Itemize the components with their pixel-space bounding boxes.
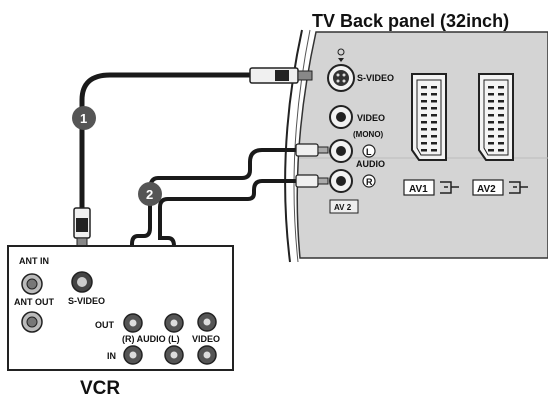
av1-label: AV1 — [409, 184, 428, 195]
scart-pin — [431, 100, 437, 103]
scart-pin — [498, 135, 504, 138]
scart-pin — [498, 121, 504, 124]
vcr-out-audio-r-jack — [123, 313, 143, 333]
scart-pin — [488, 149, 494, 152]
scart-pin — [488, 100, 494, 103]
scart-pin — [431, 93, 437, 96]
vcr-ant-in-label: ANT IN — [19, 256, 49, 266]
scart-pins — [421, 86, 504, 152]
step-2-label: 2 — [146, 187, 153, 202]
scart-pin — [498, 128, 504, 131]
step-1-badge — [72, 106, 96, 130]
scart-pin — [421, 135, 427, 138]
scart-pin — [488, 107, 494, 110]
tv-av2-tag-box — [329, 199, 359, 214]
scart-pin — [431, 128, 437, 131]
vcr-title: VCR — [80, 378, 120, 399]
scart-pin — [488, 93, 494, 96]
vcr-svideo-jack — [71, 271, 93, 293]
vcr-in-audio-r-jack — [123, 345, 143, 365]
vcr-ant-out-label: ANT OUT — [14, 297, 54, 307]
scart-pin — [488, 114, 494, 117]
tv-audio-right-jack — [329, 169, 353, 193]
step-1-label: 1 — [80, 111, 87, 126]
scart-pin — [421, 93, 427, 96]
step-2-badge — [138, 182, 162, 206]
audio-cable-left — [130, 148, 298, 262]
tv-audio-label: AUDIO — [356, 159, 385, 169]
scart-pin — [431, 149, 437, 152]
tv-right-marker-ring — [362, 174, 376, 188]
scart-symbol-icon — [440, 181, 459, 194]
vcr-out-video-jack — [197, 312, 217, 332]
tv-left-marker: L — [366, 147, 372, 157]
svideo-plug-vcr — [73, 207, 91, 251]
tv-audio-left-jack — [329, 139, 353, 163]
scart-pin — [488, 135, 494, 138]
scart-pin — [421, 121, 427, 124]
tv-video-jack — [329, 105, 353, 129]
tv-svideo-label: S-VIDEO — [357, 73, 394, 83]
scart-av2 — [478, 73, 514, 161]
av1-label-box — [403, 179, 435, 196]
scart-pin — [431, 86, 437, 89]
tv-video-label: VIDEO — [357, 113, 385, 123]
scart-pin — [488, 142, 494, 145]
scart-pin — [421, 107, 427, 110]
scart-pin — [488, 86, 494, 89]
scart-pin — [488, 121, 494, 124]
audio-plug-tv-right — [295, 174, 329, 188]
scart-pin — [421, 142, 427, 145]
scart-pin — [498, 86, 504, 89]
scart-pin — [488, 128, 494, 131]
scart-av1 — [411, 73, 447, 161]
tv-svideo-jack — [327, 48, 355, 92]
vcr-in-label: IN — [107, 351, 116, 361]
scart-pin — [431, 114, 437, 117]
tv-right-marker: R — [366, 177, 373, 187]
scart-pin — [431, 121, 437, 124]
vcr-in-video-jack — [197, 345, 217, 365]
svideo-plug-tv — [249, 67, 313, 84]
vcr-in-audio-l-jack — [164, 345, 184, 365]
scart-pin — [498, 93, 504, 96]
vcr-svideo-label: S-VIDEO — [68, 296, 105, 306]
scart-pin — [431, 107, 437, 110]
scart-pin — [421, 100, 427, 103]
scart-pin — [498, 149, 504, 152]
audio-cable-right — [158, 179, 298, 262]
vcr-box — [7, 245, 234, 371]
scart-pin — [421, 86, 427, 89]
audio-plug-tv-left — [295, 143, 329, 157]
scart-pin — [498, 114, 504, 117]
vcr-video-label: VIDEO — [192, 334, 220, 344]
scart-pin — [421, 128, 427, 131]
scart-pin — [431, 135, 437, 138]
vcr-out-label: OUT — [95, 320, 115, 330]
scart-pin — [421, 149, 427, 152]
scart-pin — [431, 142, 437, 145]
vcr-ant-in-jack — [21, 273, 43, 295]
scart-pin — [498, 100, 504, 103]
scart-symbol-icon — [509, 181, 528, 194]
av2-label-box — [472, 179, 504, 196]
vcr-out-audio-l-jack — [164, 313, 184, 333]
av2-label: AV2 — [477, 184, 496, 195]
vcr-ant-out-jack — [21, 311, 43, 333]
tv-av2-tag: AV 2 — [334, 203, 352, 212]
svideo-cable — [79, 72, 250, 208]
tv-mono-label: (MONO) — [353, 130, 384, 139]
scart-pin — [498, 142, 504, 145]
tv-left-marker-ring — [362, 144, 376, 158]
scart-pin — [498, 107, 504, 110]
vcr-audio-row-label: (R) AUDIO (L) — [122, 334, 180, 344]
tv-title: TV Back panel (32inch) — [312, 11, 509, 31]
scart-pin — [421, 114, 427, 117]
